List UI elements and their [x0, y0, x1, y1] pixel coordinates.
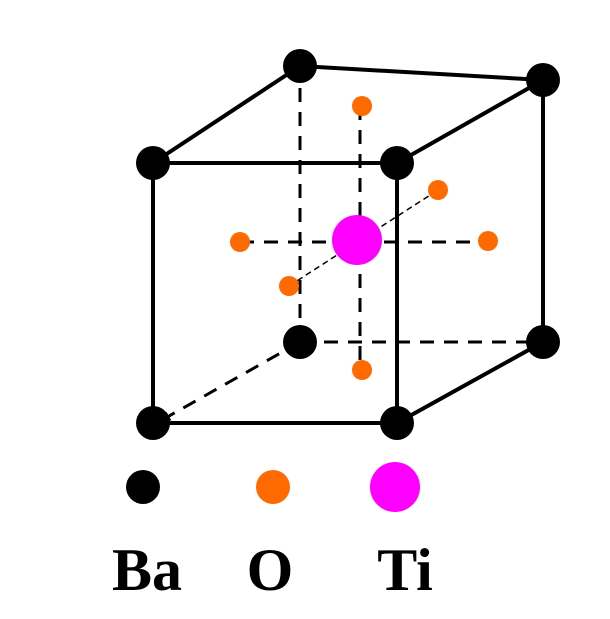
ba-atom: [380, 406, 414, 440]
ba-atom: [380, 146, 414, 180]
hidden-edge-diagonal: [160, 340, 301, 422]
ba-atom: [526, 325, 560, 359]
ba-atom: [136, 146, 170, 180]
ba-atom: [283, 325, 317, 359]
legend-item-o: O: [247, 470, 294, 603]
legend: Ba O Ti: [112, 462, 433, 603]
ba-atom: [136, 406, 170, 440]
legend-item-ti: Ti: [370, 462, 433, 603]
legend-marker-ba: [126, 470, 160, 504]
ba-atoms: [136, 49, 560, 440]
ba-atom: [526, 63, 560, 97]
legend-marker-ti: [370, 462, 420, 512]
o-atom: [352, 360, 372, 380]
o-atom: [352, 96, 372, 116]
o-atom: [428, 180, 448, 200]
legend-marker-o: [256, 470, 290, 504]
legend-label-o: O: [247, 537, 294, 603]
o-atom: [230, 232, 250, 252]
hidden-edges: [160, 70, 542, 422]
o-atoms: [230, 96, 498, 380]
legend-item-ba: Ba: [112, 470, 182, 603]
edge-bottom-right: [396, 340, 544, 425]
edge-top-right: [396, 78, 544, 165]
legend-label-ba: Ba: [112, 537, 182, 603]
edge-top-left: [151, 64, 302, 165]
o-atom: [279, 276, 299, 296]
o-atom: [478, 231, 498, 251]
edge-top-back: [299, 64, 544, 82]
ba-atom: [283, 49, 317, 83]
ti-atom: [332, 215, 382, 265]
legend-label-ti: Ti: [377, 537, 433, 603]
